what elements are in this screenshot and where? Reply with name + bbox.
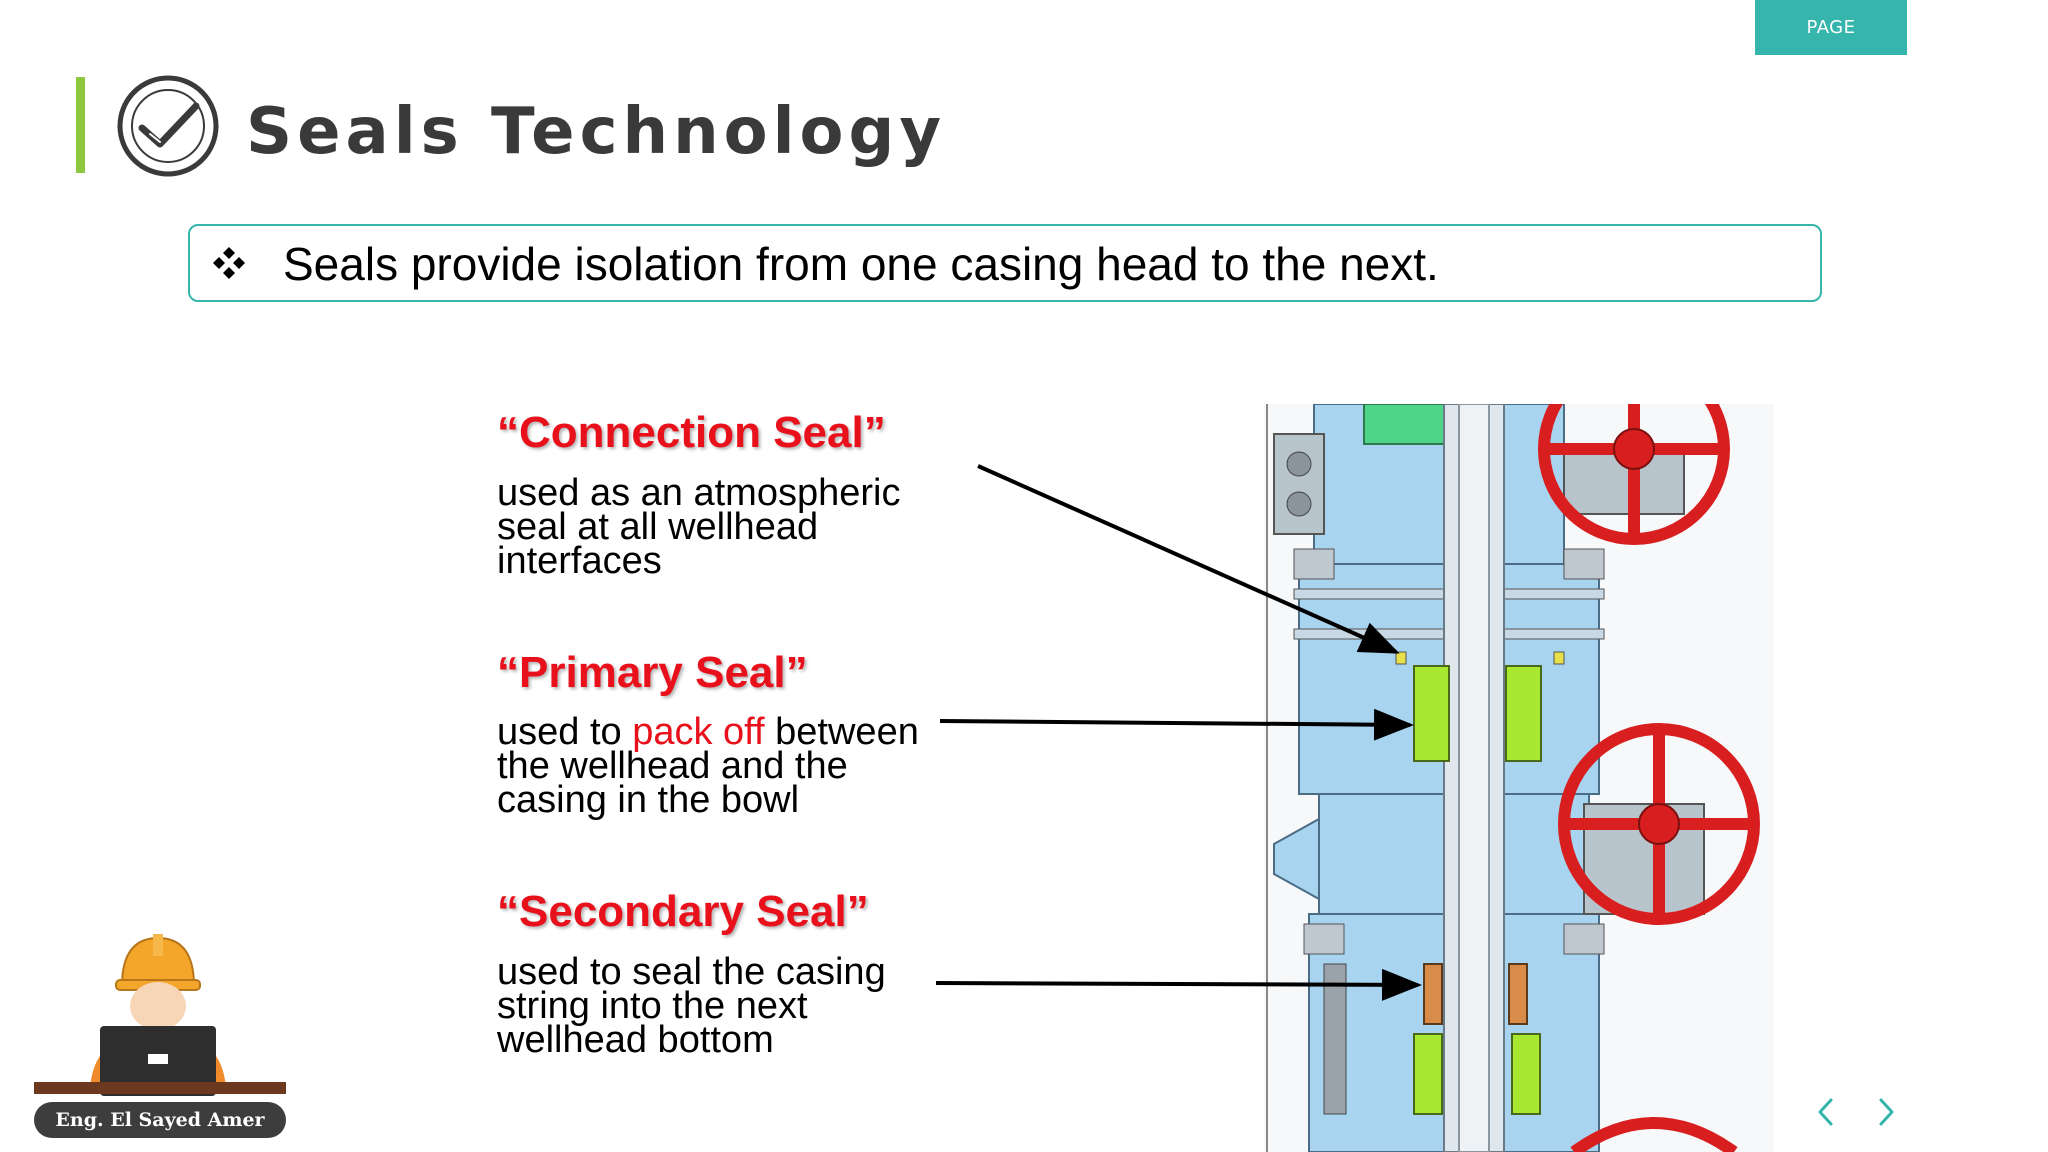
intro-box: Seals provide isolation from one casing … (188, 224, 1822, 302)
primary-seal-description: used to pack off between the wellhead an… (497, 713, 919, 821)
description-line: interfaces (497, 540, 662, 582)
four-diamond-bullet-icon (213, 247, 245, 279)
check-circle-icon (117, 75, 219, 177)
lower-valve-handwheel (1558, 723, 1760, 925)
wellhead-cross-section-diagram (1264, 404, 1774, 1152)
pack-off-highlight: pack off (632, 711, 765, 753)
secondary-seal-title: “Secondary Seal” (497, 887, 869, 936)
connection-seal-marker (1395, 651, 1565, 665)
description-line: used to pack off between (497, 713, 919, 751)
description-text: used to (497, 711, 633, 753)
description-line: string into the next (497, 985, 808, 1027)
secondary-seal-marker (1413, 963, 1541, 1115)
casing-string (1443, 404, 1505, 1152)
description-line: used as an atmospheric (497, 472, 901, 514)
chevron-right-icon[interactable] (1872, 1094, 1900, 1130)
author-name-badge: Eng. El Sayed Amer (34, 1102, 286, 1138)
connection-seal-description: used as an atmospheric seal at all wellh… (497, 472, 901, 582)
description-line: the wellhead and the (497, 745, 848, 787)
connection-seal-arrow (977, 464, 1400, 654)
upper-valve-handwheel (1538, 404, 1730, 545)
bottom-valve-handwheel (1570, 1117, 1738, 1152)
secondary-seal-arrow (935, 968, 1422, 1001)
secondary-seal-description: used to seal the casing string into the … (497, 951, 886, 1061)
description-line: seal at all wellhead (497, 506, 819, 548)
primary-seal-arrow (939, 708, 1414, 741)
description-line: used to seal the casing (497, 951, 886, 993)
title-accent-bar (76, 77, 85, 173)
page-tag: PAGE (1755, 0, 1907, 55)
primary-seal-marker (1413, 665, 1542, 762)
intro-text: Seals provide isolation from one casing … (283, 238, 1439, 290)
page-title: Seals Technology (246, 95, 947, 169)
description-text: between (764, 711, 919, 753)
chevron-left-icon[interactable] (1812, 1094, 1840, 1130)
connection-seal-title: “Connection Seal” (497, 408, 886, 457)
primary-seal-title: “Primary Seal” (497, 648, 808, 697)
description-line: wellhead bottom (497, 1019, 774, 1061)
engineer-avatar-icon (34, 934, 286, 1096)
description-line: casing in the bowl (497, 779, 800, 821)
